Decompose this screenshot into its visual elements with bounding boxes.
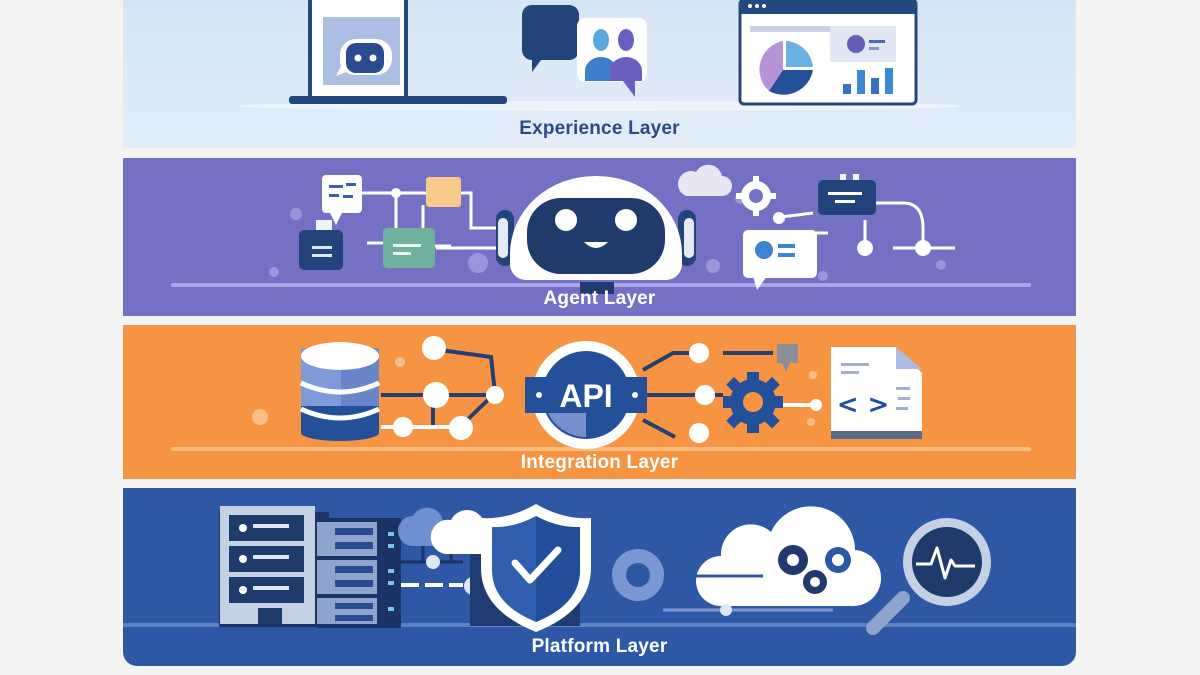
- floor-line: [171, 447, 1031, 451]
- database-icon: [299, 342, 381, 441]
- server-rack-icon: [219, 506, 401, 628]
- layer-title: Experience Layer: [519, 118, 680, 139]
- dashboard-icon: [738, 0, 918, 106]
- robot-head-icon: [496, 175, 696, 294]
- message-bubble-icon: [743, 230, 817, 290]
- platform-layer: Platform Layer: [123, 488, 1076, 666]
- code-document-icon: < >: [831, 347, 922, 439]
- layer-title: Agent Layer: [543, 288, 656, 309]
- cloud-gears-icon: [612, 506, 882, 616]
- laptop-chatbot-icon: [289, 0, 507, 104]
- api-badge-icon: API: [525, 341, 798, 449]
- chat-bubble-icon: [322, 175, 362, 225]
- cloud-icon: [678, 164, 732, 196]
- clipboard-icon: [299, 220, 343, 270]
- integration-layer: API < >: [123, 325, 1076, 479]
- user-chat-icon: [522, 5, 647, 97]
- code-symbol: < >: [837, 390, 890, 420]
- gear-icon: [736, 176, 776, 216]
- floor-line: [123, 623, 1076, 627]
- calendar-icon: [818, 174, 876, 215]
- shield-check-icon: [470, 504, 591, 632]
- agent-layer: Agent Layer: [123, 158, 1076, 316]
- api-label: API: [559, 378, 612, 414]
- gear-icon: [723, 372, 822, 433]
- network-nodes-icon: [381, 336, 504, 440]
- monitoring-magnifier-icon: [866, 518, 991, 635]
- task-card-icon: [383, 177, 461, 268]
- experience-layer: Experience Layer: [123, 0, 1076, 148]
- layer-title: Platform Layer: [531, 636, 668, 657]
- layer-title: Integration Layer: [520, 452, 679, 473]
